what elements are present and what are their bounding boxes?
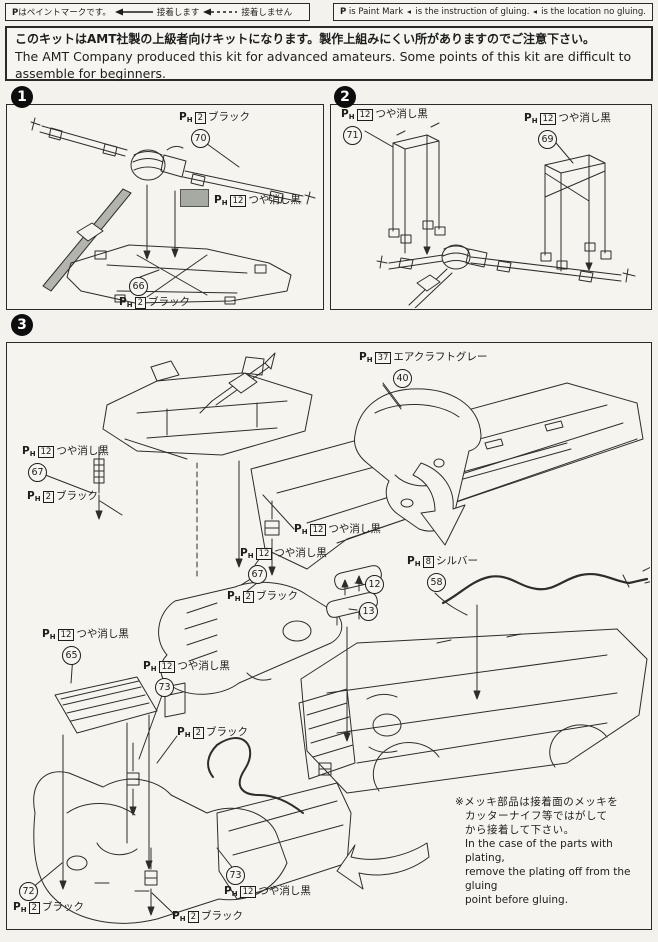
legend-en-noglue: is the location no gluing. <box>541 7 646 17</box>
paint-mark: PH <box>227 590 241 603</box>
paint-mark: PH <box>143 660 157 673</box>
part-number-66: 66 <box>129 277 148 296</box>
plating-note-jp2: カッターナイフ等ではがして <box>465 810 608 822</box>
solid-arrow-icon <box>407 10 412 14</box>
plating-note-en3: point before gluing. <box>465 894 569 906</box>
part-number-70: 70 <box>191 129 210 148</box>
notice-box: このキットはAMT社製の上級者向けキットになります。製作上組みにくい所があります… <box>5 26 653 81</box>
step-3-number: 3 <box>11 314 33 336</box>
part-number-71: 71 <box>343 126 362 145</box>
step-1-number: 1 <box>11 86 33 108</box>
paint-swatch <box>180 189 209 207</box>
legend-jp-noglue: 接着しません <box>241 8 293 18</box>
step-2-number: 2 <box>334 86 356 108</box>
legend-en-glue: is the instruction of gluing. <box>415 7 530 17</box>
paint-mark: PH <box>359 351 373 364</box>
paint-mark: PH <box>524 112 538 125</box>
step-1-drawing-rear-axle <box>30 117 316 305</box>
part-number-72: 72 <box>19 882 38 901</box>
part-number-69: 69 <box>538 130 557 149</box>
paint-mark: PH <box>407 555 421 568</box>
notice-jp: このキットはAMT社製の上級者向けキットになります。製作上組みにくい所があります… <box>15 32 595 46</box>
legend-box-en: P is Paint Mark is the instruction of gl… <box>333 3 653 21</box>
solid-arrow-icon <box>114 8 153 16</box>
paint-mark: PH <box>341 108 355 121</box>
paint-mark: PH <box>27 490 41 503</box>
part-number-58: 58 <box>427 573 446 592</box>
part-number-73: 73 <box>226 866 245 885</box>
plating-note: ※メッキ部品は接着面のメッキを カッターナイフ等ではがして から接着して下さい。… <box>455 795 647 907</box>
paint-mark: PH <box>42 628 56 641</box>
plating-note-jp3: から接着して下さい。 <box>465 824 575 836</box>
plating-note-jp1: ※メッキ部品は接着面のメッキを <box>455 796 619 808</box>
part-number-67: 67 <box>248 565 267 584</box>
legend-en-text: P is Paint Mark <box>340 7 404 17</box>
legend-jp-text: Pはペイントマークです。 <box>12 8 111 18</box>
paint-mark: PH <box>240 547 254 560</box>
paint-mark: PH <box>22 445 36 458</box>
paint-mark: PH <box>294 523 308 536</box>
dashed-arrow-icon <box>533 10 538 14</box>
part-callout-12: 12 <box>365 573 384 594</box>
legend-box-jp: Pはペイントマークです。 接着します 接着しません <box>5 3 310 21</box>
paint-mark: PH <box>172 910 186 923</box>
paint-mark: PH <box>179 111 193 124</box>
step-2-drawing-axle-towers <box>364 122 636 308</box>
dashed-arrow-icon <box>203 8 238 16</box>
part-number-67: 67 <box>28 463 47 482</box>
part-number-40: 40 <box>393 369 412 388</box>
paint-mark: PH <box>13 901 27 914</box>
legend-jp-glue: 接着します <box>156 8 200 18</box>
paint-mark: PH <box>119 296 133 309</box>
part-number-12: 12 <box>365 575 384 594</box>
part-number-13: 13 <box>359 602 378 621</box>
step-3-drawing-chassis-assembly <box>31 352 650 924</box>
plating-note-en2: remove the plating off from the gluing <box>465 866 631 892</box>
plating-note-en1: In the case of the parts with plating, <box>465 838 613 864</box>
notice-en-line1: The AMT Company produced this kit for ad… <box>15 49 632 64</box>
paint-mark: PH <box>177 726 191 739</box>
paint-mark: PH <box>224 885 238 898</box>
part-number-65: 65 <box>62 646 81 665</box>
notice-en-line2: assemble for beginners. <box>15 66 166 81</box>
paint-mark: PH <box>214 194 228 207</box>
part-number-73: 73 <box>155 678 174 697</box>
part-callout-13: 13 <box>359 600 378 621</box>
